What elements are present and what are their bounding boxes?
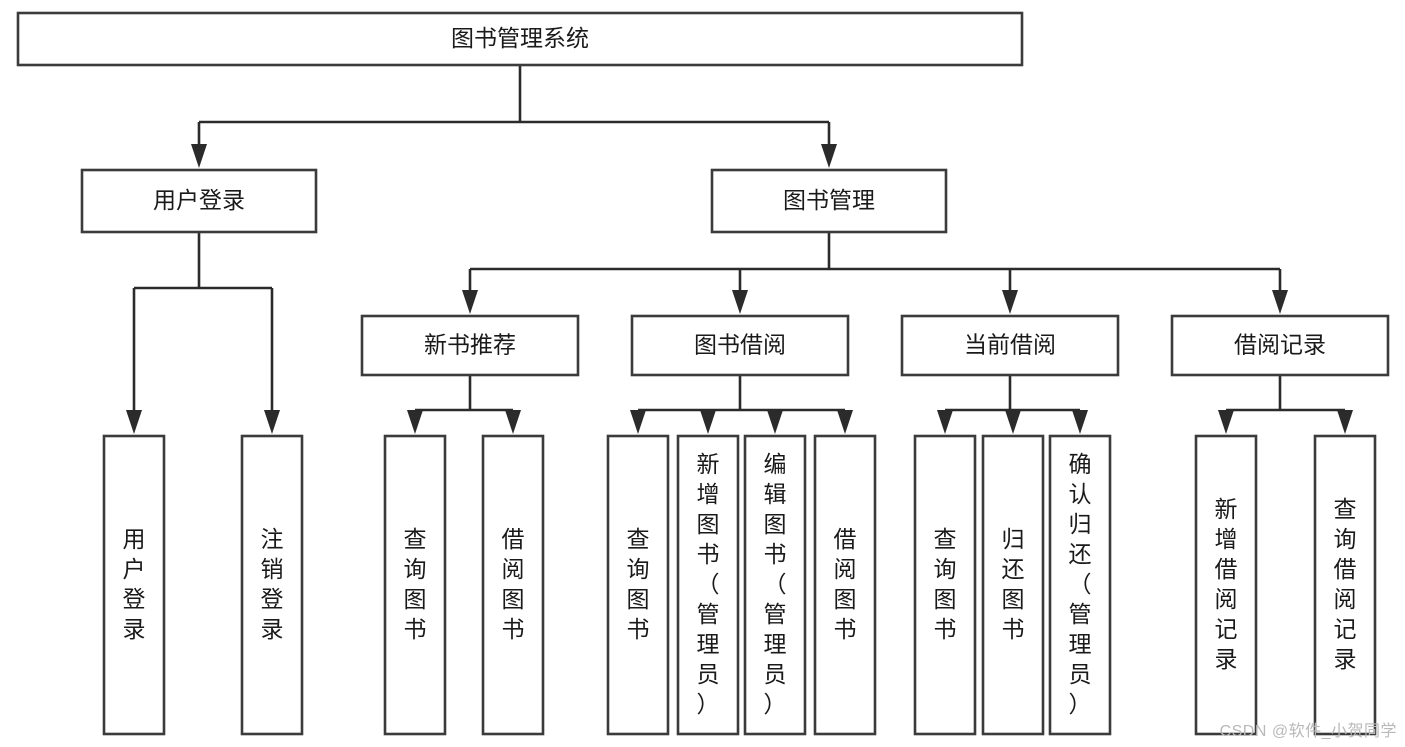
node-leaf-8[interactable]: 查询图书 [913, 434, 977, 736]
node-leaf-5[interactable]: 新增图书（管理员） [676, 434, 740, 736]
arrowhead-icon [837, 410, 853, 434]
node-leaf-12-box[interactable] [1313, 434, 1377, 736]
node-leaf-11-label: 新增借阅记录 [1215, 496, 1238, 672]
node-leaf-1[interactable]: 注销登录 [240, 434, 304, 736]
node-leaf-5-label: 新增图书（管理员） [697, 451, 720, 717]
arrowhead-icon [1218, 410, 1234, 434]
arrowhead-icon [1002, 290, 1018, 314]
node-level2-1-box[interactable] [710, 168, 948, 234]
node-level2-0-box[interactable] [80, 168, 318, 234]
arrowhead-icon [126, 410, 142, 434]
node-leaf-1-box[interactable] [240, 434, 304, 736]
node-leaf-3-box[interactable] [481, 434, 545, 736]
node-leaf-11[interactable]: 新增借阅记录 [1194, 434, 1258, 736]
node-root-title-label: 图书管理系统 [451, 25, 589, 51]
node-leaf-4-label: 查询图书 [627, 526, 650, 642]
arrowhead-icon [700, 410, 716, 434]
node-leaf-1-label: 注销登录 [261, 526, 284, 642]
node-level3-0-label: 新书推荐 [424, 332, 516, 358]
arrowhead-icon [1072, 410, 1088, 434]
node-level2-0-label: 用户登录 [153, 187, 245, 213]
node-leaf-7-box[interactable] [813, 434, 877, 736]
node-level3-1-label: 图书借阅 [694, 332, 786, 358]
node-leaf-10-label: 确认归还（管理员） [1069, 451, 1092, 717]
node-leaf-6-box[interactable] [743, 434, 807, 736]
node-leaf-3[interactable]: 借阅图书 [481, 434, 545, 736]
connectors-layer [126, 65, 1353, 434]
node-leaf-4[interactable]: 查询图书 [606, 434, 670, 736]
arrowhead-icon [1005, 410, 1021, 434]
node-level3-0[interactable]: 新书推荐 [360, 314, 580, 377]
node-level3-3[interactable]: 借阅记录 [1170, 314, 1390, 377]
node-level3-0-box[interactable] [360, 314, 580, 377]
arrowhead-icon [630, 410, 646, 434]
node-leaf-8-label: 查询图书 [934, 526, 957, 642]
node-level3-3-label: 借阅记录 [1234, 332, 1326, 358]
arrowhead-icon [505, 410, 521, 434]
node-leaf-11-box[interactable] [1194, 434, 1258, 736]
node-leaf-7[interactable]: 借阅图书 [813, 434, 877, 736]
node-leaf-2-label: 查询图书 [404, 526, 427, 642]
node-level3-2[interactable]: 当前借阅 [900, 314, 1120, 377]
arrowhead-icon [1272, 290, 1288, 314]
watermark-text: CSDN @软件_小贺同学 [1219, 723, 1397, 740]
nodes-layer: 图书管理系统用户登录图书管理新书推荐图书借阅当前借阅借阅记录用户登录注销登录查询… [16, 11, 1390, 736]
arrowhead-icon [1337, 410, 1353, 434]
node-leaf-4-box[interactable] [606, 434, 670, 736]
arrowhead-icon [732, 290, 748, 314]
node-leaf-2-box[interactable] [383, 434, 447, 736]
node-leaf-10-box[interactable] [1048, 434, 1112, 736]
node-leaf-12[interactable]: 查询借阅记录 [1313, 434, 1377, 736]
arrowhead-icon [937, 410, 953, 434]
node-level3-2-box[interactable] [900, 314, 1120, 377]
arrowhead-icon [191, 144, 207, 168]
node-leaf-5-box[interactable] [676, 434, 740, 736]
node-level2-1[interactable]: 图书管理 [710, 168, 948, 234]
node-level3-1-box[interactable] [630, 314, 850, 377]
node-leaf-6[interactable]: 编辑图书（管理员） [743, 434, 807, 736]
node-leaf-0-box[interactable] [102, 434, 166, 736]
node-leaf-9[interactable]: 归还图书 [981, 434, 1045, 736]
arrowhead-icon [462, 290, 478, 314]
node-level2-1-label: 图书管理 [783, 187, 875, 213]
node-leaf-9-label: 归还图书 [1002, 526, 1025, 642]
arrowhead-icon [407, 410, 423, 434]
arrowhead-icon [767, 410, 783, 434]
node-level2-0[interactable]: 用户登录 [80, 168, 318, 234]
arrowhead-icon [264, 410, 280, 434]
node-level3-2-label: 当前借阅 [964, 332, 1056, 358]
node-level3-1[interactable]: 图书借阅 [630, 314, 850, 377]
node-leaf-10[interactable]: 确认归还（管理员） [1048, 434, 1112, 736]
node-leaf-6-label: 编辑图书（管理员） [764, 451, 787, 717]
arrowhead-icon [821, 144, 837, 168]
node-leaf-3-label: 借阅图书 [502, 526, 525, 642]
node-leaf-12-label: 查询借阅记录 [1334, 496, 1357, 672]
node-level3-3-box[interactable] [1170, 314, 1390, 377]
node-leaf-9-box[interactable] [981, 434, 1045, 736]
node-leaf-0-label: 用户登录 [123, 526, 146, 642]
node-root-title[interactable]: 图书管理系统 [16, 11, 1024, 67]
node-leaf-0[interactable]: 用户登录 [102, 434, 166, 736]
node-leaf-8-box[interactable] [913, 434, 977, 736]
node-root-title-box[interactable] [16, 11, 1024, 67]
node-leaf-2[interactable]: 查询图书 [383, 434, 447, 736]
node-leaf-7-label: 借阅图书 [834, 526, 857, 642]
